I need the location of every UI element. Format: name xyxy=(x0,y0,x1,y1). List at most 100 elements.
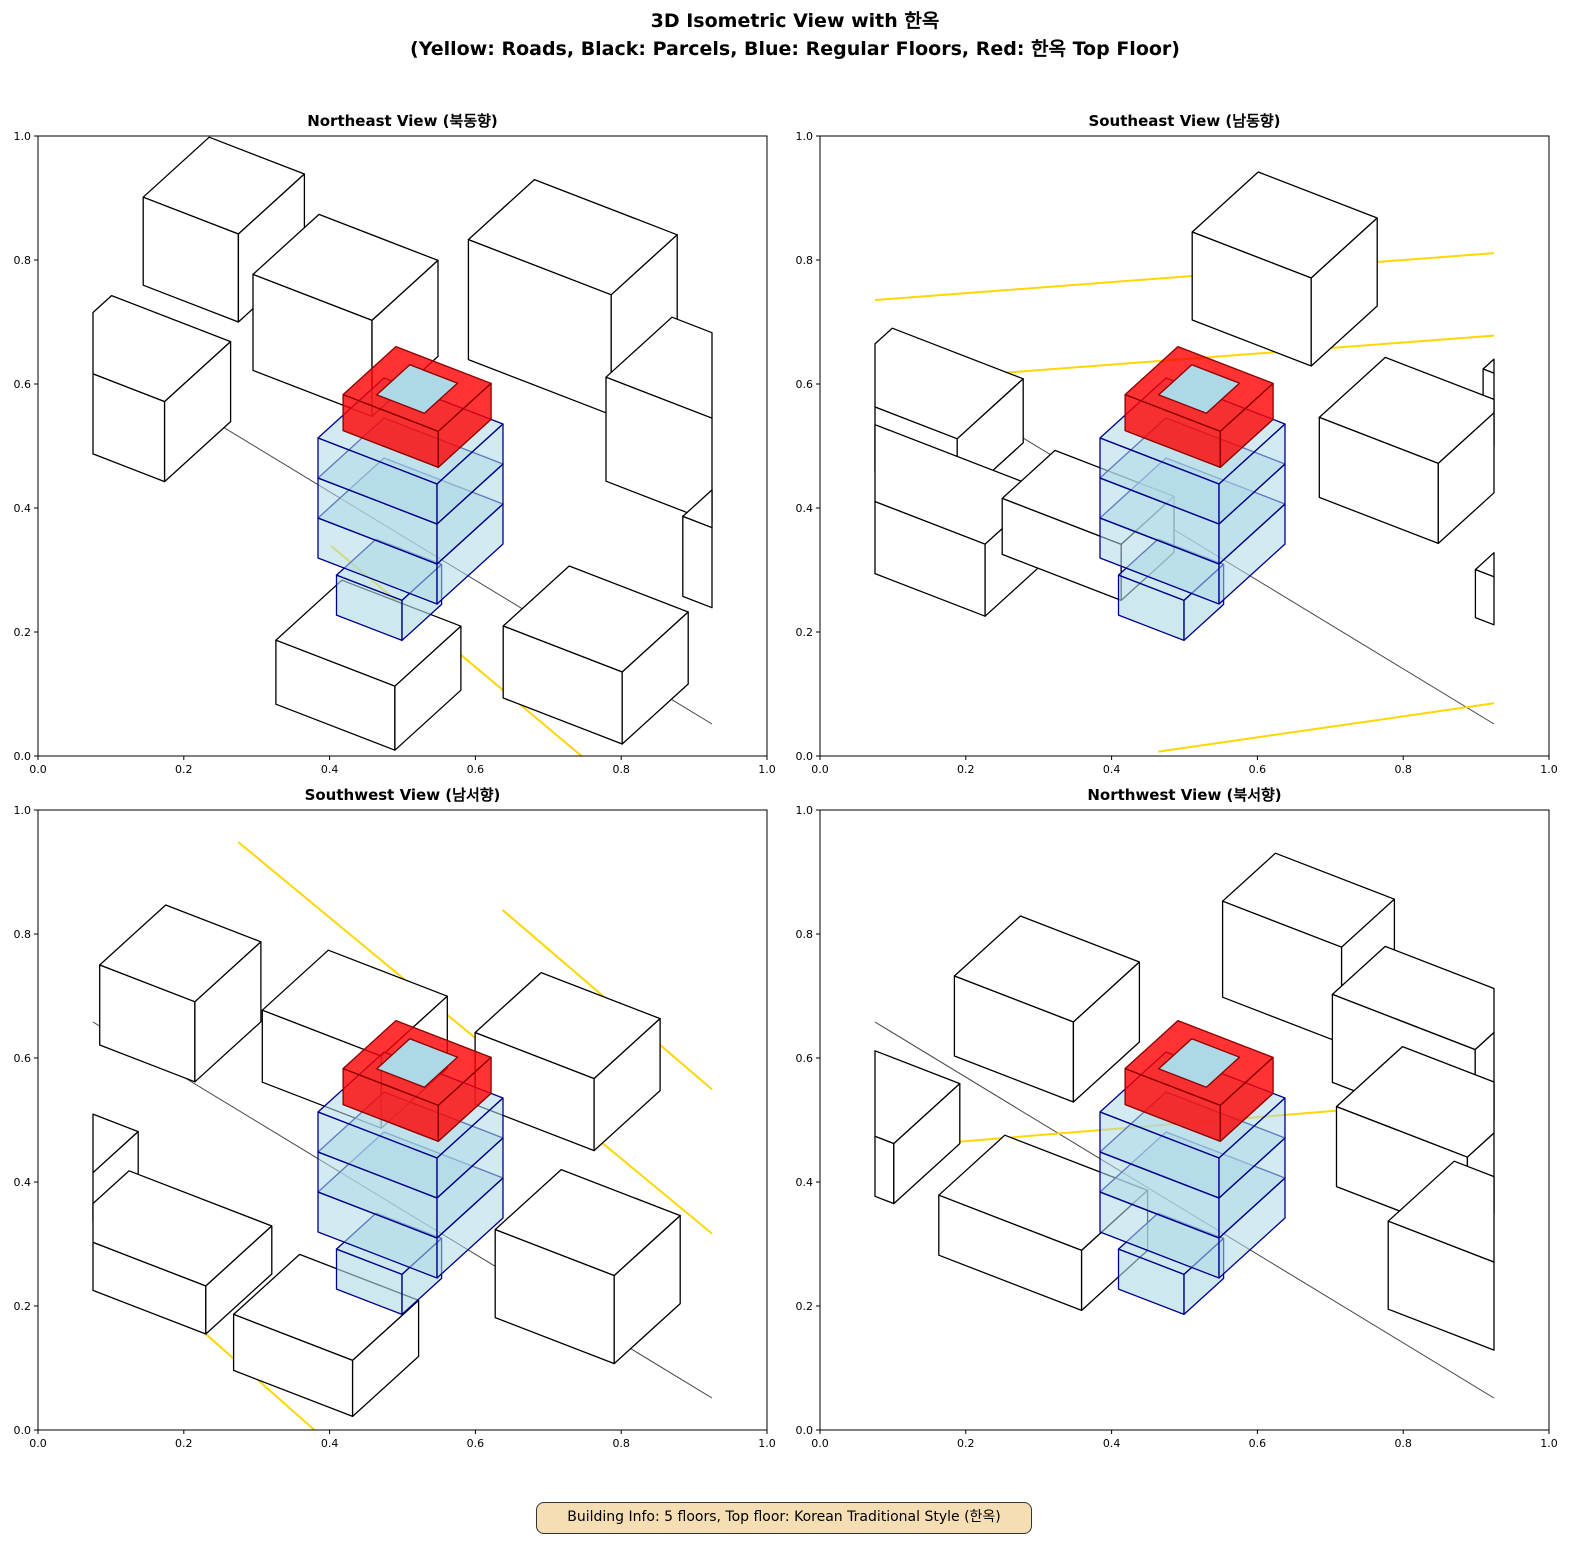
panel-title: Northeast View (북동향) xyxy=(307,112,498,130)
side-face xyxy=(613,1214,681,1365)
x-tick-label: 0.0 xyxy=(811,1437,829,1450)
parcel-building xyxy=(1474,552,1495,626)
x-tick-label: 0.2 xyxy=(175,1437,193,1450)
side-face xyxy=(1218,423,1286,525)
y-tick-label: 0.2 xyxy=(796,1300,814,1313)
y-tick-label: 0.0 xyxy=(14,1424,32,1437)
panel-title: Southwest View (남서향) xyxy=(304,786,501,804)
figure-title-line2: (Yellow: Roads, Black: Parcels, Blue: Re… xyxy=(410,38,1180,60)
x-tick-label: 0.4 xyxy=(1103,1437,1121,1450)
hanok-courtyard xyxy=(1157,364,1241,414)
parcel-building xyxy=(474,971,661,1152)
x-tick-label: 0.2 xyxy=(957,763,975,776)
side-face xyxy=(351,1299,420,1418)
parcel-building xyxy=(502,565,689,745)
parcel-building xyxy=(275,579,462,751)
front-face xyxy=(682,515,713,609)
x-tick-label: 0.4 xyxy=(321,1437,339,1450)
side-face xyxy=(194,941,262,1083)
scene xyxy=(92,136,713,757)
y-tick-label: 0.6 xyxy=(796,1052,814,1065)
x-tick-label: 0.2 xyxy=(175,763,193,776)
road-line xyxy=(874,252,1495,301)
side-face xyxy=(1310,217,1378,367)
scene xyxy=(874,171,1495,753)
parcel-building xyxy=(953,915,1141,1103)
panel-title: Southeast View (남동향) xyxy=(1088,112,1281,130)
x-tick-label: 0.6 xyxy=(467,1437,485,1450)
parcel-building xyxy=(494,1168,681,1365)
parcel-building xyxy=(99,904,262,1083)
side-face xyxy=(1218,1097,1286,1199)
y-tick-label: 0.4 xyxy=(14,502,32,515)
side-face xyxy=(1072,961,1141,1103)
parcel-building xyxy=(605,316,713,523)
y-tick-label: 0.6 xyxy=(14,378,32,391)
y-tick-label: 0.4 xyxy=(14,1176,32,1189)
side-face xyxy=(593,1017,661,1152)
side-face xyxy=(436,423,504,525)
x-tick-label: 0.2 xyxy=(957,1437,975,1450)
parcel-building xyxy=(1191,171,1378,367)
side-face xyxy=(1219,382,1274,469)
y-tick-label: 0.8 xyxy=(796,928,814,941)
front-face xyxy=(874,1135,895,1205)
parcel-building xyxy=(92,294,232,483)
parcel-building xyxy=(1387,1160,1495,1351)
y-tick-label: 0.0 xyxy=(796,750,814,763)
x-tick-label: 0.6 xyxy=(1249,1437,1267,1450)
scene xyxy=(874,852,1495,1399)
y-tick-label: 0.8 xyxy=(14,928,32,941)
x-tick-label: 1.0 xyxy=(758,763,776,776)
y-tick-label: 0.4 xyxy=(796,1176,814,1189)
y-tick-label: 1.0 xyxy=(14,804,32,817)
y-tick-label: 1.0 xyxy=(796,804,814,817)
parcel-building xyxy=(682,489,713,609)
front-face xyxy=(605,376,713,523)
y-tick-label: 0.4 xyxy=(796,502,814,515)
hanok-courtyard xyxy=(1157,1038,1241,1088)
side-face xyxy=(621,611,689,745)
parcel-building xyxy=(232,1253,420,1418)
side-face xyxy=(437,382,492,469)
x-tick-label: 1.0 xyxy=(1540,1437,1558,1450)
y-tick-label: 0.8 xyxy=(14,254,32,267)
y-tick-label: 0.0 xyxy=(14,750,32,763)
panel-northeast: Northeast View (북동향) 0.0 0.2 0.4 0.6 0.8 1.0 0… xyxy=(14,112,776,776)
y-tick-label: 0.2 xyxy=(796,626,814,639)
y-tick-label: 0.2 xyxy=(14,626,32,639)
side-face xyxy=(1437,412,1495,545)
x-tick-label: 0.8 xyxy=(1394,763,1412,776)
side-face xyxy=(437,1056,492,1143)
x-tick-label: 0.8 xyxy=(612,1437,630,1450)
hanok-courtyard xyxy=(375,1038,459,1088)
parcel-building xyxy=(142,136,306,323)
y-tick-label: 0.6 xyxy=(14,1052,32,1065)
axes-frame xyxy=(37,809,768,1431)
x-tick-label: 0.8 xyxy=(1394,1437,1412,1450)
scene xyxy=(92,841,713,1431)
parcel-building xyxy=(1318,356,1495,545)
x-tick-label: 1.0 xyxy=(758,1437,776,1450)
axes-frame xyxy=(37,135,768,757)
x-tick-label: 0.6 xyxy=(467,763,485,776)
y-tick-label: 1.0 xyxy=(796,130,814,143)
y-tick-label: 0.8 xyxy=(796,254,814,267)
side-face xyxy=(893,1082,961,1205)
axes-frame xyxy=(819,809,1550,1431)
y-tick-label: 0.2 xyxy=(14,1300,32,1313)
panel-southwest: Southwest View (남서향) 0.0 0.2 0.4 0.6 0.8 1.0 0… xyxy=(14,786,776,1450)
building-info-box: Building Info: 5 floors, Top floor: Kore… xyxy=(536,1502,1032,1534)
parcel-building xyxy=(92,1170,273,1335)
hanok-courtyard xyxy=(375,364,459,414)
side-face xyxy=(205,1225,273,1335)
side-face xyxy=(163,340,232,483)
x-tick-label: 0.0 xyxy=(29,763,47,776)
x-tick-label: 0.4 xyxy=(321,763,339,776)
